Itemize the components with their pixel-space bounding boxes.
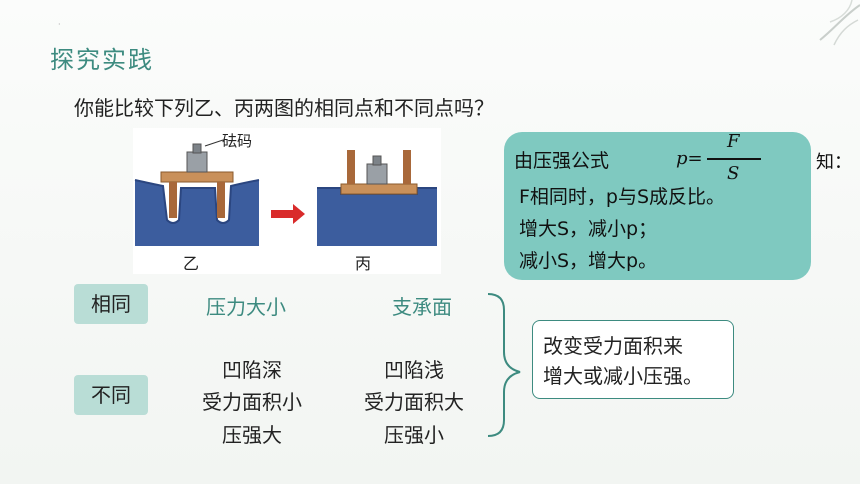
arrow-right [271,204,305,224]
formula-denominator: S [727,163,740,184]
pressure-illustration [133,128,441,274]
formula-numerator: F [727,131,740,152]
formula-line-2: 增大S，减小p； [519,218,658,240]
conclusion-line-2: 增大或减小压强。 [543,364,703,388]
sponge-left [135,180,259,246]
formula-intro: 由压强公式 [514,150,610,172]
diff-right-2: 受力面积大 [364,390,464,414]
table-leg-left-2 [217,182,225,218]
same-left-text: 压力大小 [206,295,286,319]
table-leg-right-2 [403,150,411,184]
diff-right-3: 压强小 [384,423,444,447]
figure-label-bing: 丙 [355,254,372,273]
table-leg-right-1 [347,150,355,184]
weight-left [186,151,208,173]
conclusion-line-1: 改变受力面积来 [543,334,683,358]
curly-brace [487,293,521,437]
section-title: 探究实践 [50,46,154,74]
diff-left-3: 压强大 [222,423,282,447]
tag-different: 不同 [74,375,148,415]
fraction-bar [707,158,761,160]
conclusion-box [532,320,734,399]
question-text: 你能比较下列乙、丙两图的相同点和不同点吗？ [74,96,494,120]
ink-plant-decoration [819,0,860,46]
formula-p-equals: p= [676,148,703,169]
decor-dot: · [58,20,61,29]
formula-box [504,132,811,280]
table-top-right [340,183,418,195]
weight-label: 砝码 [222,132,253,150]
sponge-figure [134,139,437,246]
table-top-left [160,171,234,183]
formula-line-3: 减小S，增大p。 [519,250,658,272]
tag-same: 相同 [74,284,148,324]
table-leg-left-1 [169,182,177,218]
figure-label-yi: 乙 [183,254,200,273]
weight-right [366,163,388,185]
diff-left-1: 凹陷深 [222,358,282,382]
sponge-right [317,188,437,246]
same-right-text: 支承面 [392,295,452,319]
formula-line-1: F相同时，p与S成反比。 [519,186,726,208]
diff-left-2: 受力面积小 [202,390,302,414]
diff-right-1: 凹陷浅 [384,358,444,382]
formula-suffix: 知： [816,152,852,173]
